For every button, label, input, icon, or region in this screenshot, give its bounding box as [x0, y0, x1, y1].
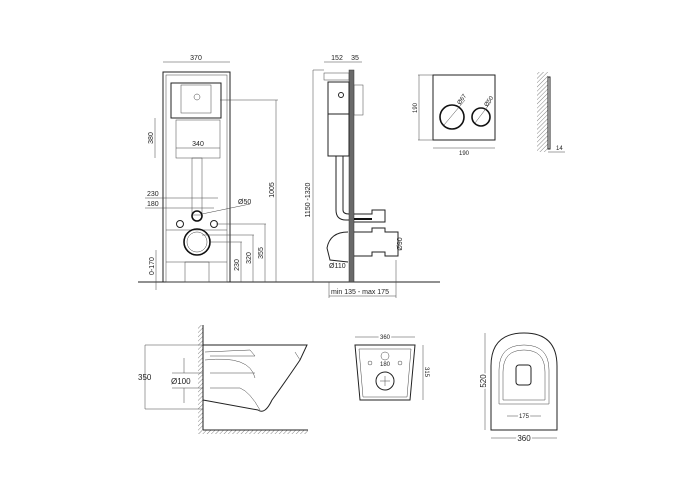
cistern-side — [327, 81, 350, 115]
side-view: 1150 -1320 152 35 Ø110 Ø90 min 135 - max… — [305, 55, 404, 298]
actuator-opening — [170, 82, 222, 119]
dim-rear-depth: 315 — [423, 367, 429, 378]
frame-outline — [162, 71, 231, 283]
dim-outlet-diameter: Ø110 — [329, 263, 346, 270]
dim-height-range: 1150 -1320 — [305, 182, 312, 217]
flush-plate — [432, 74, 496, 141]
dim-width: 370 — [190, 55, 202, 62]
dim-rear-bolts: 180 — [380, 362, 391, 368]
dim-bolt-outer: 230 — [147, 191, 159, 198]
dim-panel-depth: 35 — [351, 55, 359, 62]
dim-pipe-diameter: Ø100 — [171, 377, 191, 386]
small-flush-button — [471, 107, 491, 127]
wall-hatch — [537, 72, 548, 152]
dim-depth: 152 — [331, 55, 343, 62]
cistern — [175, 119, 221, 159]
dim-plate-height: 190 — [413, 102, 419, 113]
dim-foot-adjust: 0-170 — [149, 257, 156, 275]
toilet-body — [202, 344, 308, 412]
dim-inlet-diameter: Ø50 — [238, 199, 251, 206]
dim-bolt-inner: 180 — [147, 201, 159, 208]
dim-wall-distance: min 135 - max 175 — [331, 289, 389, 296]
dim-cistern-height: 380 — [148, 132, 155, 144]
dim-top-width: 360 — [517, 434, 531, 443]
bolt-left — [176, 220, 184, 228]
dim-plate-width: 190 — [459, 151, 470, 157]
front-view: 370 380 340 230 180 Ø50 1005 355 320 230… — [138, 55, 440, 290]
flush-plate-view: 190 190 Ø67 Ø50 14 — [413, 72, 565, 157]
dim-connector-diameter: Ø90 — [397, 237, 404, 250]
dim-height-inlet: 320 — [246, 252, 253, 264]
dim-height-actuator: 1005 — [269, 182, 276, 198]
dim-rear-width: 360 — [380, 335, 391, 341]
dim-plate-thickness: 14 — [556, 146, 563, 152]
dim-height-bolts: 355 — [258, 247, 265, 259]
dim-seat-holes: 175 — [519, 414, 530, 420]
toilet-top — [490, 332, 558, 431]
dim-height-outlet: 230 — [234, 259, 241, 271]
flush-pipe — [191, 157, 203, 216]
toilet-rear — [354, 344, 416, 401]
dim-big-button: Ø67 — [457, 93, 469, 106]
inlet-pipe — [191, 210, 203, 222]
dim-cistern-width: 340 — [192, 141, 204, 148]
dim-small-button: Ø50 — [484, 95, 496, 108]
dim-toilet-height: 350 — [138, 373, 152, 382]
plate-side — [547, 76, 551, 150]
outlet-pipe — [183, 228, 211, 256]
big-flush-button — [439, 104, 465, 130]
frame-side — [348, 69, 355, 283]
toilet-top-view: 175 520 360 — [478, 332, 558, 445]
toilet-rear-view: 180 360 315 — [354, 334, 431, 401]
toilet-side-view: 350 Ø100 — [138, 325, 308, 434]
dim-top-length: 520 — [479, 374, 488, 388]
